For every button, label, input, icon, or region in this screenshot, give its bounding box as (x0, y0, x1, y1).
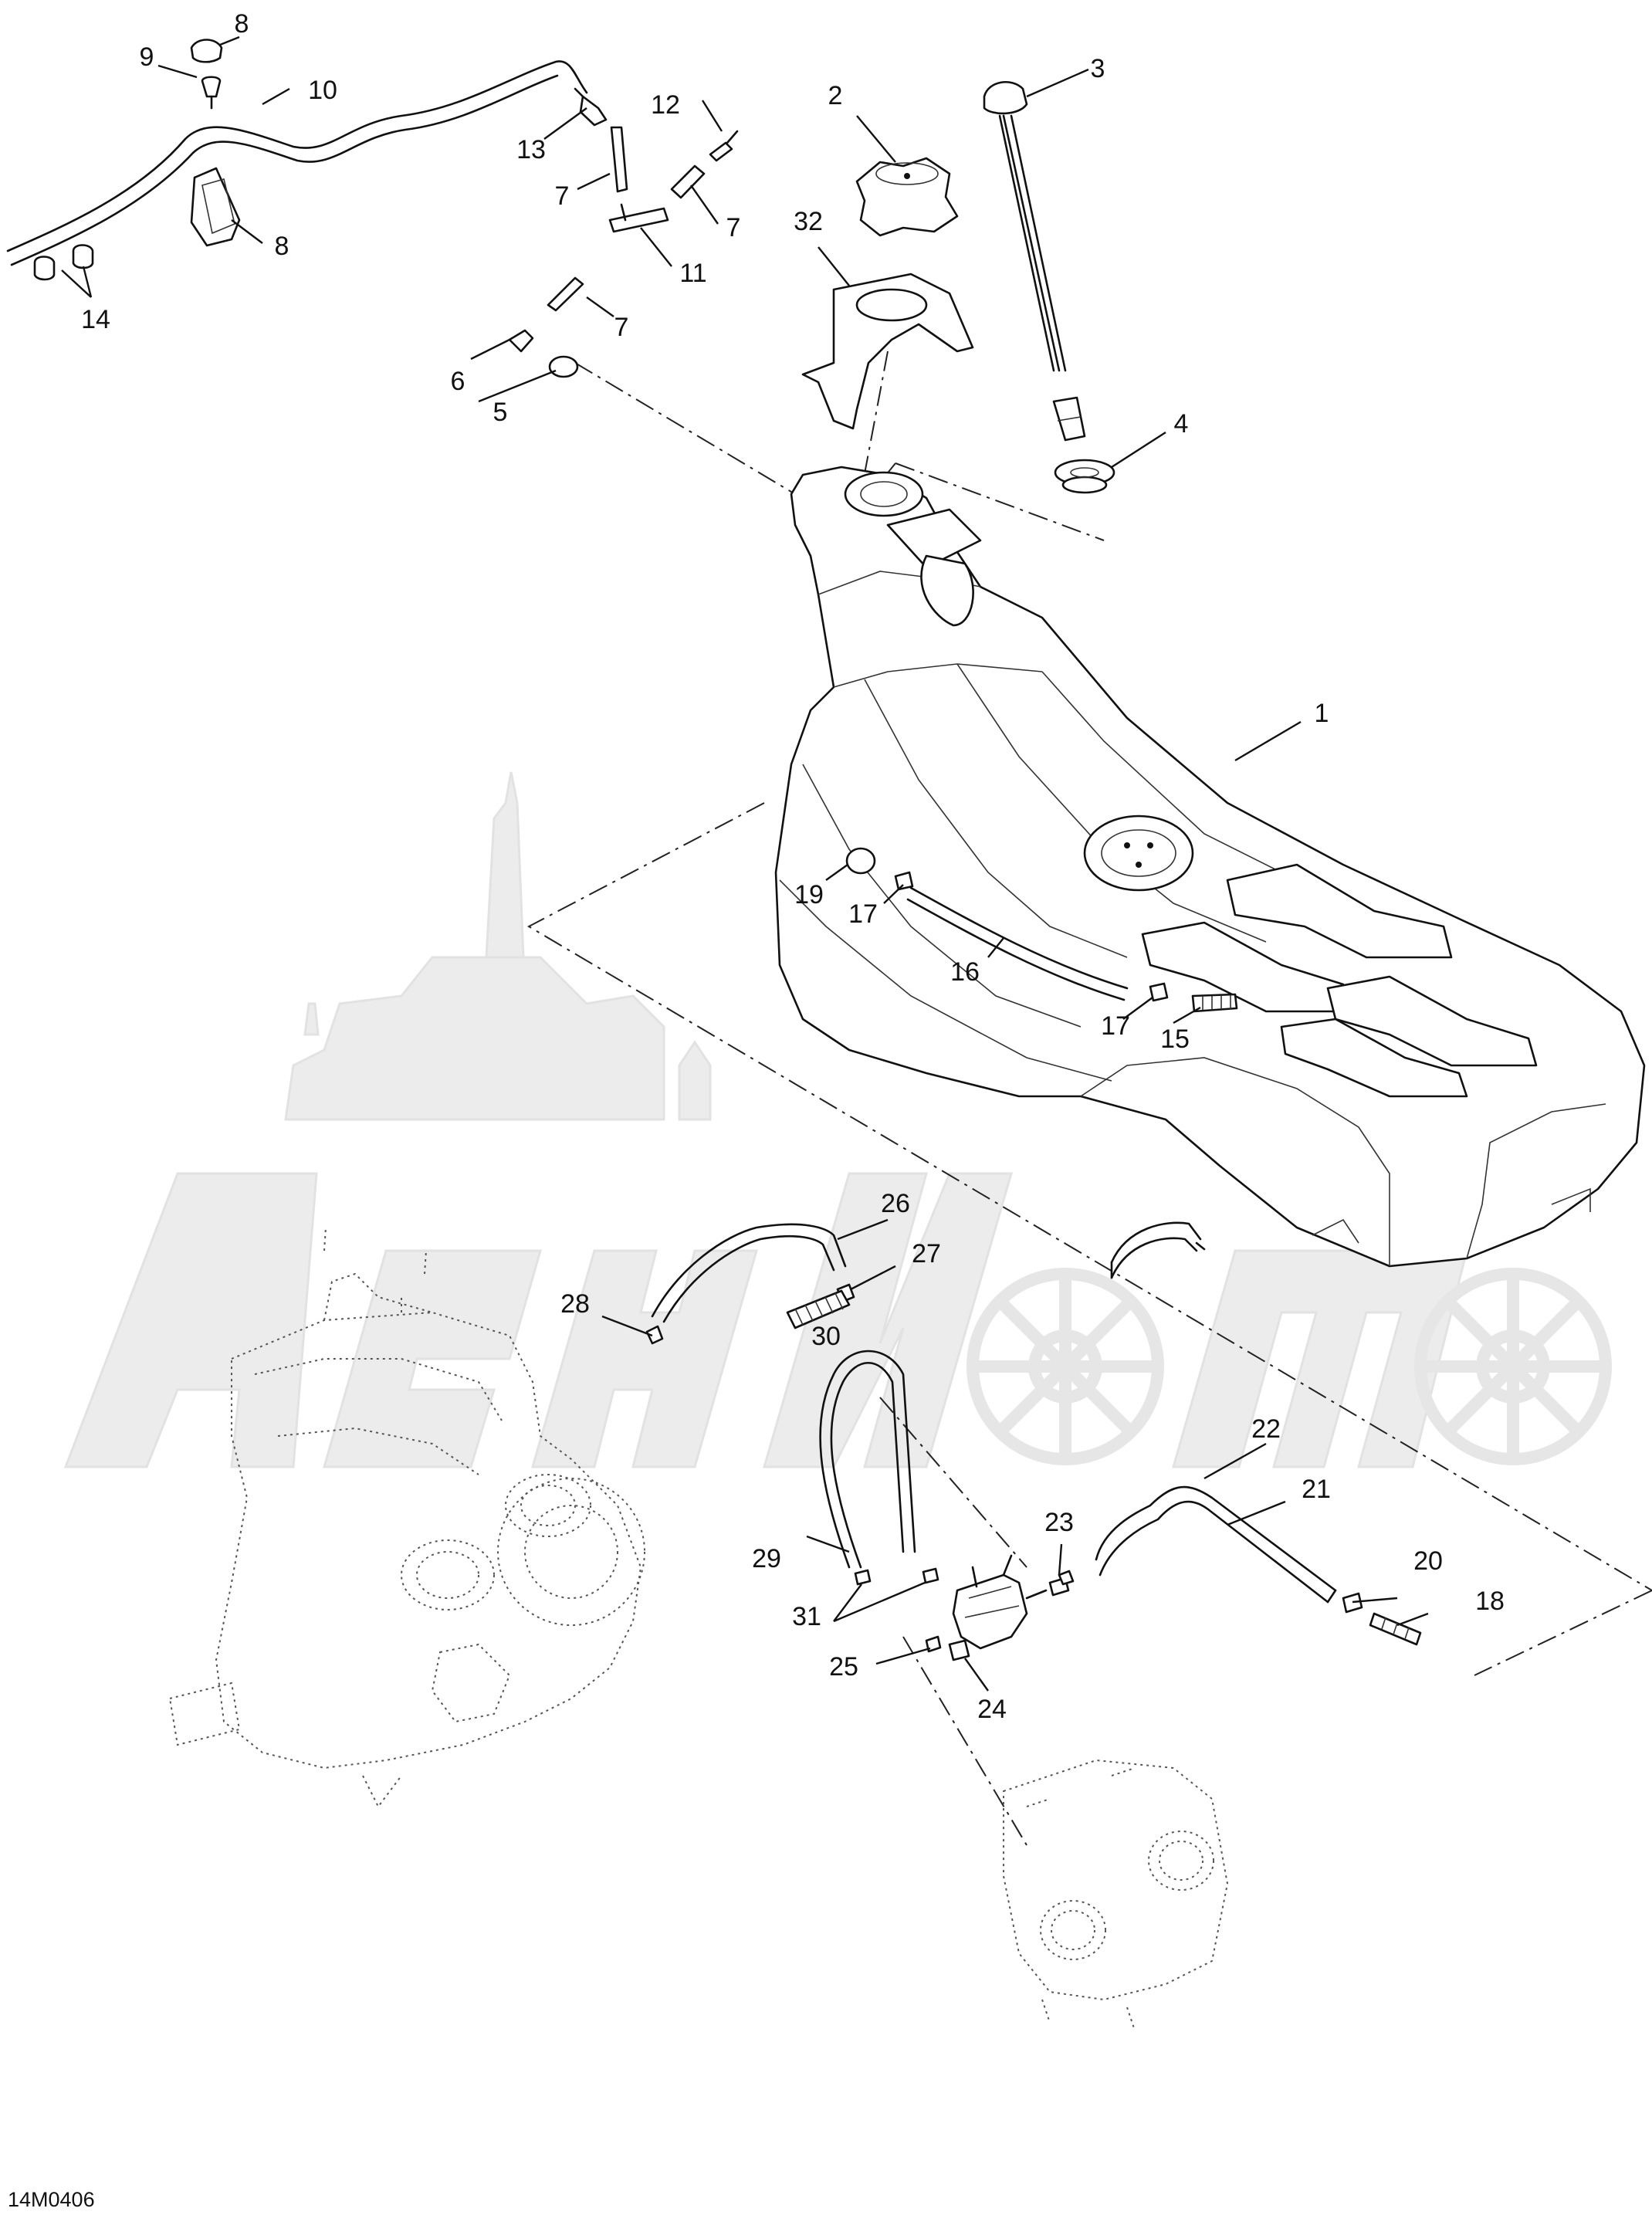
vent-fitting (709, 130, 739, 162)
callout-29: 29 (752, 1544, 781, 1573)
fuel-line-to-engine (651, 1223, 847, 1323)
callout-3: 3 (1091, 54, 1105, 83)
fuel-hose-clamp-tank (1342, 1592, 1363, 1614)
fuel-hose-clamp-engine (645, 1325, 664, 1345)
impulse-hose (819, 1350, 916, 1569)
pickup-grommet (845, 847, 876, 875)
hose-clamps-impulse (854, 1567, 939, 1586)
callout-17: 17 (1101, 1011, 1130, 1041)
tee-fitting (608, 203, 669, 233)
fuel-gauge-rod (983, 81, 1086, 442)
rubber-grommet-bracket (190, 167, 241, 247)
callout-10: 10 (308, 76, 337, 105)
push-rivet (201, 76, 222, 110)
callout-19: 19 (794, 880, 824, 909)
pickup-hose (906, 886, 1129, 1001)
callout-30: 30 (811, 1322, 841, 1351)
hose-clip (190, 39, 223, 63)
callout-25: 25 (829, 1652, 858, 1682)
callout-7: 7 (555, 181, 570, 211)
callout-31: 31 (792, 1602, 821, 1631)
vent-hose-sections (547, 126, 706, 312)
pickup-clamp-lower (1149, 982, 1169, 1002)
fuel-hose-main (1095, 1485, 1337, 1604)
callout-13: 13 (516, 135, 546, 164)
callout-20: 20 (1413, 1546, 1443, 1576)
callout-24: 24 (977, 1695, 1007, 1724)
callout-12: 12 (651, 90, 680, 120)
leader-lines (61, 36, 1429, 1692)
check-valve (574, 87, 608, 127)
fuel-hose-pump-outlet (1110, 1221, 1206, 1279)
gauge-grommet (1054, 459, 1115, 494)
callout-5: 5 (493, 398, 508, 427)
callout-27: 27 (912, 1239, 941, 1268)
fuel-cap (855, 157, 959, 237)
callout-8: 8 (235, 9, 249, 39)
callout-4: 4 (1174, 409, 1189, 439)
callout-2: 2 (828, 81, 843, 110)
callout-9: 9 (140, 42, 154, 72)
callout-1: 1 (1315, 699, 1329, 728)
callout-14: 14 (81, 305, 110, 334)
callout-15: 15 (1160, 1025, 1190, 1054)
callout-26: 26 (881, 1189, 910, 1218)
callout-16: 16 (950, 957, 980, 987)
cap-holder (801, 273, 974, 430)
tee-small-clamp (1058, 1570, 1075, 1586)
fuel-pump (948, 1554, 1048, 1661)
callout-7: 7 (726, 213, 741, 242)
callout-6: 6 (451, 367, 465, 396)
callout-18: 18 (1475, 1587, 1505, 1616)
callout-28: 28 (560, 1289, 590, 1319)
callout-17: 17 (848, 899, 878, 929)
vent-hose (6, 60, 588, 266)
tank-fuel-fitting (1369, 1612, 1422, 1646)
hose-clamps-pair (33, 244, 94, 281)
pickup-clamp-upper (894, 871, 914, 891)
tank-grommet (548, 355, 579, 378)
callout-21: 21 (1302, 1475, 1331, 1504)
engine-outline (168, 1227, 645, 1808)
callout-8: 8 (275, 232, 289, 261)
callout-7: 7 (614, 313, 629, 342)
elbow-fitting (508, 329, 534, 353)
spring-guard (786, 1289, 851, 1329)
carburetor-outline (1003, 1759, 1229, 2031)
fuel-tank (774, 466, 1646, 1268)
pickup-filter (1191, 993, 1238, 1013)
callout-labels: 8 9 10 8 14 13 12 7 7 11 7 6 5 2 32 3 4 … (81, 9, 1505, 1724)
callout-22: 22 (1251, 1414, 1281, 1444)
callout-32: 32 (794, 207, 823, 236)
watermark-logo (63, 771, 1612, 1468)
diagram-reference-code: 14M0406 (8, 2188, 95, 2211)
callout-23: 23 (1044, 1508, 1074, 1537)
callout-11: 11 (679, 259, 706, 288)
